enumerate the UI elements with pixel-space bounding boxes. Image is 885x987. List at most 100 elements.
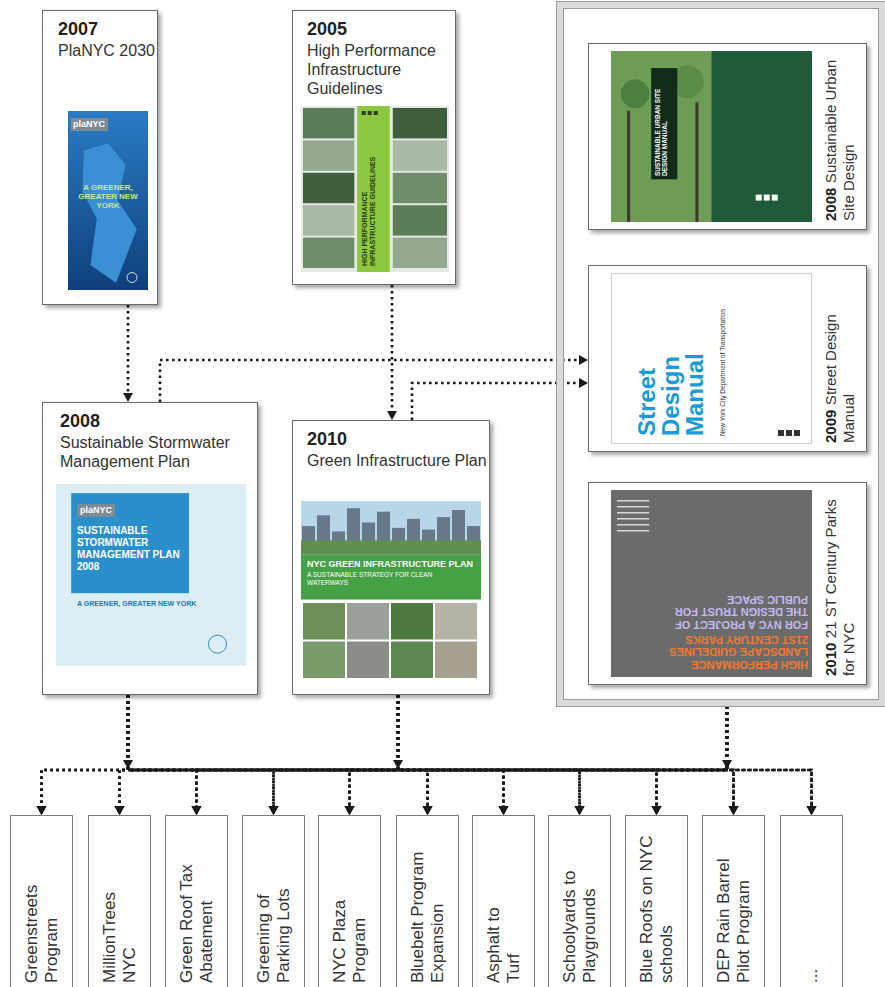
dotted-line	[727, 706, 812, 807]
dotted-line	[580, 706, 728, 807]
dotted-arrow	[128, 695, 739, 815]
year-label: 2005	[307, 19, 456, 41]
cover-shape	[778, 430, 784, 436]
cover-shape	[617, 500, 649, 502]
arrowhead	[652, 806, 662, 815]
node-header: 201021 ST Century Parks for NYC	[822, 491, 858, 676]
cover-shape	[393, 205, 447, 235]
program-label: Asphalt to Turf	[484, 888, 523, 983]
cover-image: Street Design ManualNew York City Depart…	[611, 273, 812, 444]
cover-shape	[627, 111, 630, 222]
dotted-arrow	[192, 695, 399, 815]
cover-art	[301, 501, 481, 680]
cover-shape	[611, 273, 812, 444]
dotted-arrow	[398, 695, 817, 815]
arrowhead	[192, 806, 202, 815]
text-frame: HIGH PERFORMANCE LANDSCAPE GUIDELINES 21…	[663, 496, 808, 671]
cover-shape	[452, 510, 465, 544]
arrowhead	[575, 806, 585, 815]
cover-shape	[303, 205, 354, 235]
dotted-line	[128, 695, 580, 807]
arrowhead	[345, 806, 355, 815]
program-box: ...	[780, 815, 843, 987]
dotted-line	[128, 695, 350, 807]
cover-shape	[71, 493, 189, 593]
arrowhead	[499, 806, 509, 815]
dotted-line	[428, 706, 728, 807]
cover-subtitle: A GREENER, GREATER NEW YORK	[72, 183, 144, 211]
cover-shape	[56, 484, 246, 666]
arrowhead	[575, 806, 585, 815]
dotted-arrow	[269, 695, 399, 815]
cover-image: SUSTAINABLE URBAN SITE DESIGN MANUAL	[611, 51, 812, 222]
cover-shape	[303, 140, 354, 170]
program-box: Blue Roofs on NYC schools	[625, 815, 688, 987]
dotted-arrow	[115, 695, 129, 815]
cover-shape	[357, 106, 390, 272]
cover-shape	[617, 506, 649, 508]
program-label: Schoolyards to Playgrounds	[560, 828, 599, 983]
cover-subtitle: A SUSTAINABLE STRATEGY FOR CLEAN WATERWA…	[307, 571, 475, 586]
text-frame: A GREENER, GREATER NEW YORK	[77, 600, 210, 608]
node-header: 2005High Performance Infrastructure Guid…	[307, 19, 456, 98]
document-box: 2005High Performance Infrastructure Guid…	[292, 10, 456, 285]
cover-shape	[611, 490, 812, 677]
dotted-arrow	[128, 695, 662, 815]
plan-title: Sustainable Stormwater Management Plan	[60, 433, 258, 471]
program-box: DEP Rain Barrel Pilot Program	[702, 815, 765, 987]
arrowhead	[269, 806, 279, 815]
arrowhead	[423, 806, 433, 815]
text-frame: SUSTAINABLE URBAN SITE DESIGN MANUAL	[654, 71, 668, 176]
cover-shape	[435, 642, 477, 679]
program-name: DEP Rain Barrel Pilot Program	[714, 859, 753, 983]
dotted-line	[160, 360, 580, 402]
cover-shape	[407, 519, 420, 544]
dotted-line	[398, 695, 812, 807]
program-box: Asphalt to Turf	[472, 815, 535, 987]
program-name: Asphalt to Turf	[484, 907, 523, 983]
document-box: 2010Green Infrastructure PlanNYC GREEN I…	[292, 420, 490, 695]
cover-shape	[303, 603, 345, 640]
dotted-line	[42, 695, 129, 807]
program-name: MillionTrees NYC	[100, 892, 139, 983]
plan-title: PlaNYC 2030	[58, 41, 158, 60]
cover-shape	[303, 173, 354, 203]
arrowhead	[579, 378, 588, 388]
dotted-line	[128, 695, 657, 807]
dotted-arrow	[345, 695, 399, 815]
cover-shape	[301, 555, 481, 600]
dotted-arrow	[128, 695, 509, 815]
program-label: ...	[802, 828, 822, 983]
dotted-arrow	[128, 695, 585, 815]
cover-subtitle: A GREENER, GREATER NEW YORK	[77, 600, 210, 608]
document-box: 2008Sustainable Urban Site DesignSUSTAIN…	[588, 43, 867, 230]
dotted-line	[120, 695, 399, 807]
program-name: Blue Roofs on NYC schools	[637, 836, 676, 983]
cover-shape	[393, 140, 447, 170]
cover-shape	[377, 512, 390, 544]
junction-arrowhead	[393, 760, 403, 769]
arrowhead	[652, 806, 662, 815]
dotted-arrow	[727, 706, 817, 815]
dotted-line	[127, 305, 130, 394]
cover-shape	[612, 274, 811, 443]
cover-shape	[695, 102, 698, 222]
dotted-arrow	[160, 355, 588, 402]
dotted-line	[398, 695, 580, 807]
dotted-arrow	[269, 706, 728, 815]
text-frame: plaNYC	[73, 119, 145, 130]
document-box: 2009Street Design ManualStreet Design Ma…	[588, 265, 867, 452]
arrowhead	[345, 806, 355, 815]
cover-shape	[303, 642, 345, 679]
cover-shape	[317, 515, 330, 544]
node-header: 2007PlaNYC 2030	[58, 19, 158, 60]
arrowhead	[575, 806, 585, 815]
dotted-line	[398, 695, 428, 807]
program-box: Greenstreets Program	[10, 815, 73, 987]
arrowhead	[115, 806, 125, 815]
arrowhead	[37, 806, 47, 815]
cover-shape	[651, 68, 677, 179]
program-label: Green Roof Tax Abatement	[177, 828, 216, 983]
text-frame: NYC GREEN INFRASTRUCTURE PLANA SUSTAINAB…	[307, 559, 475, 586]
